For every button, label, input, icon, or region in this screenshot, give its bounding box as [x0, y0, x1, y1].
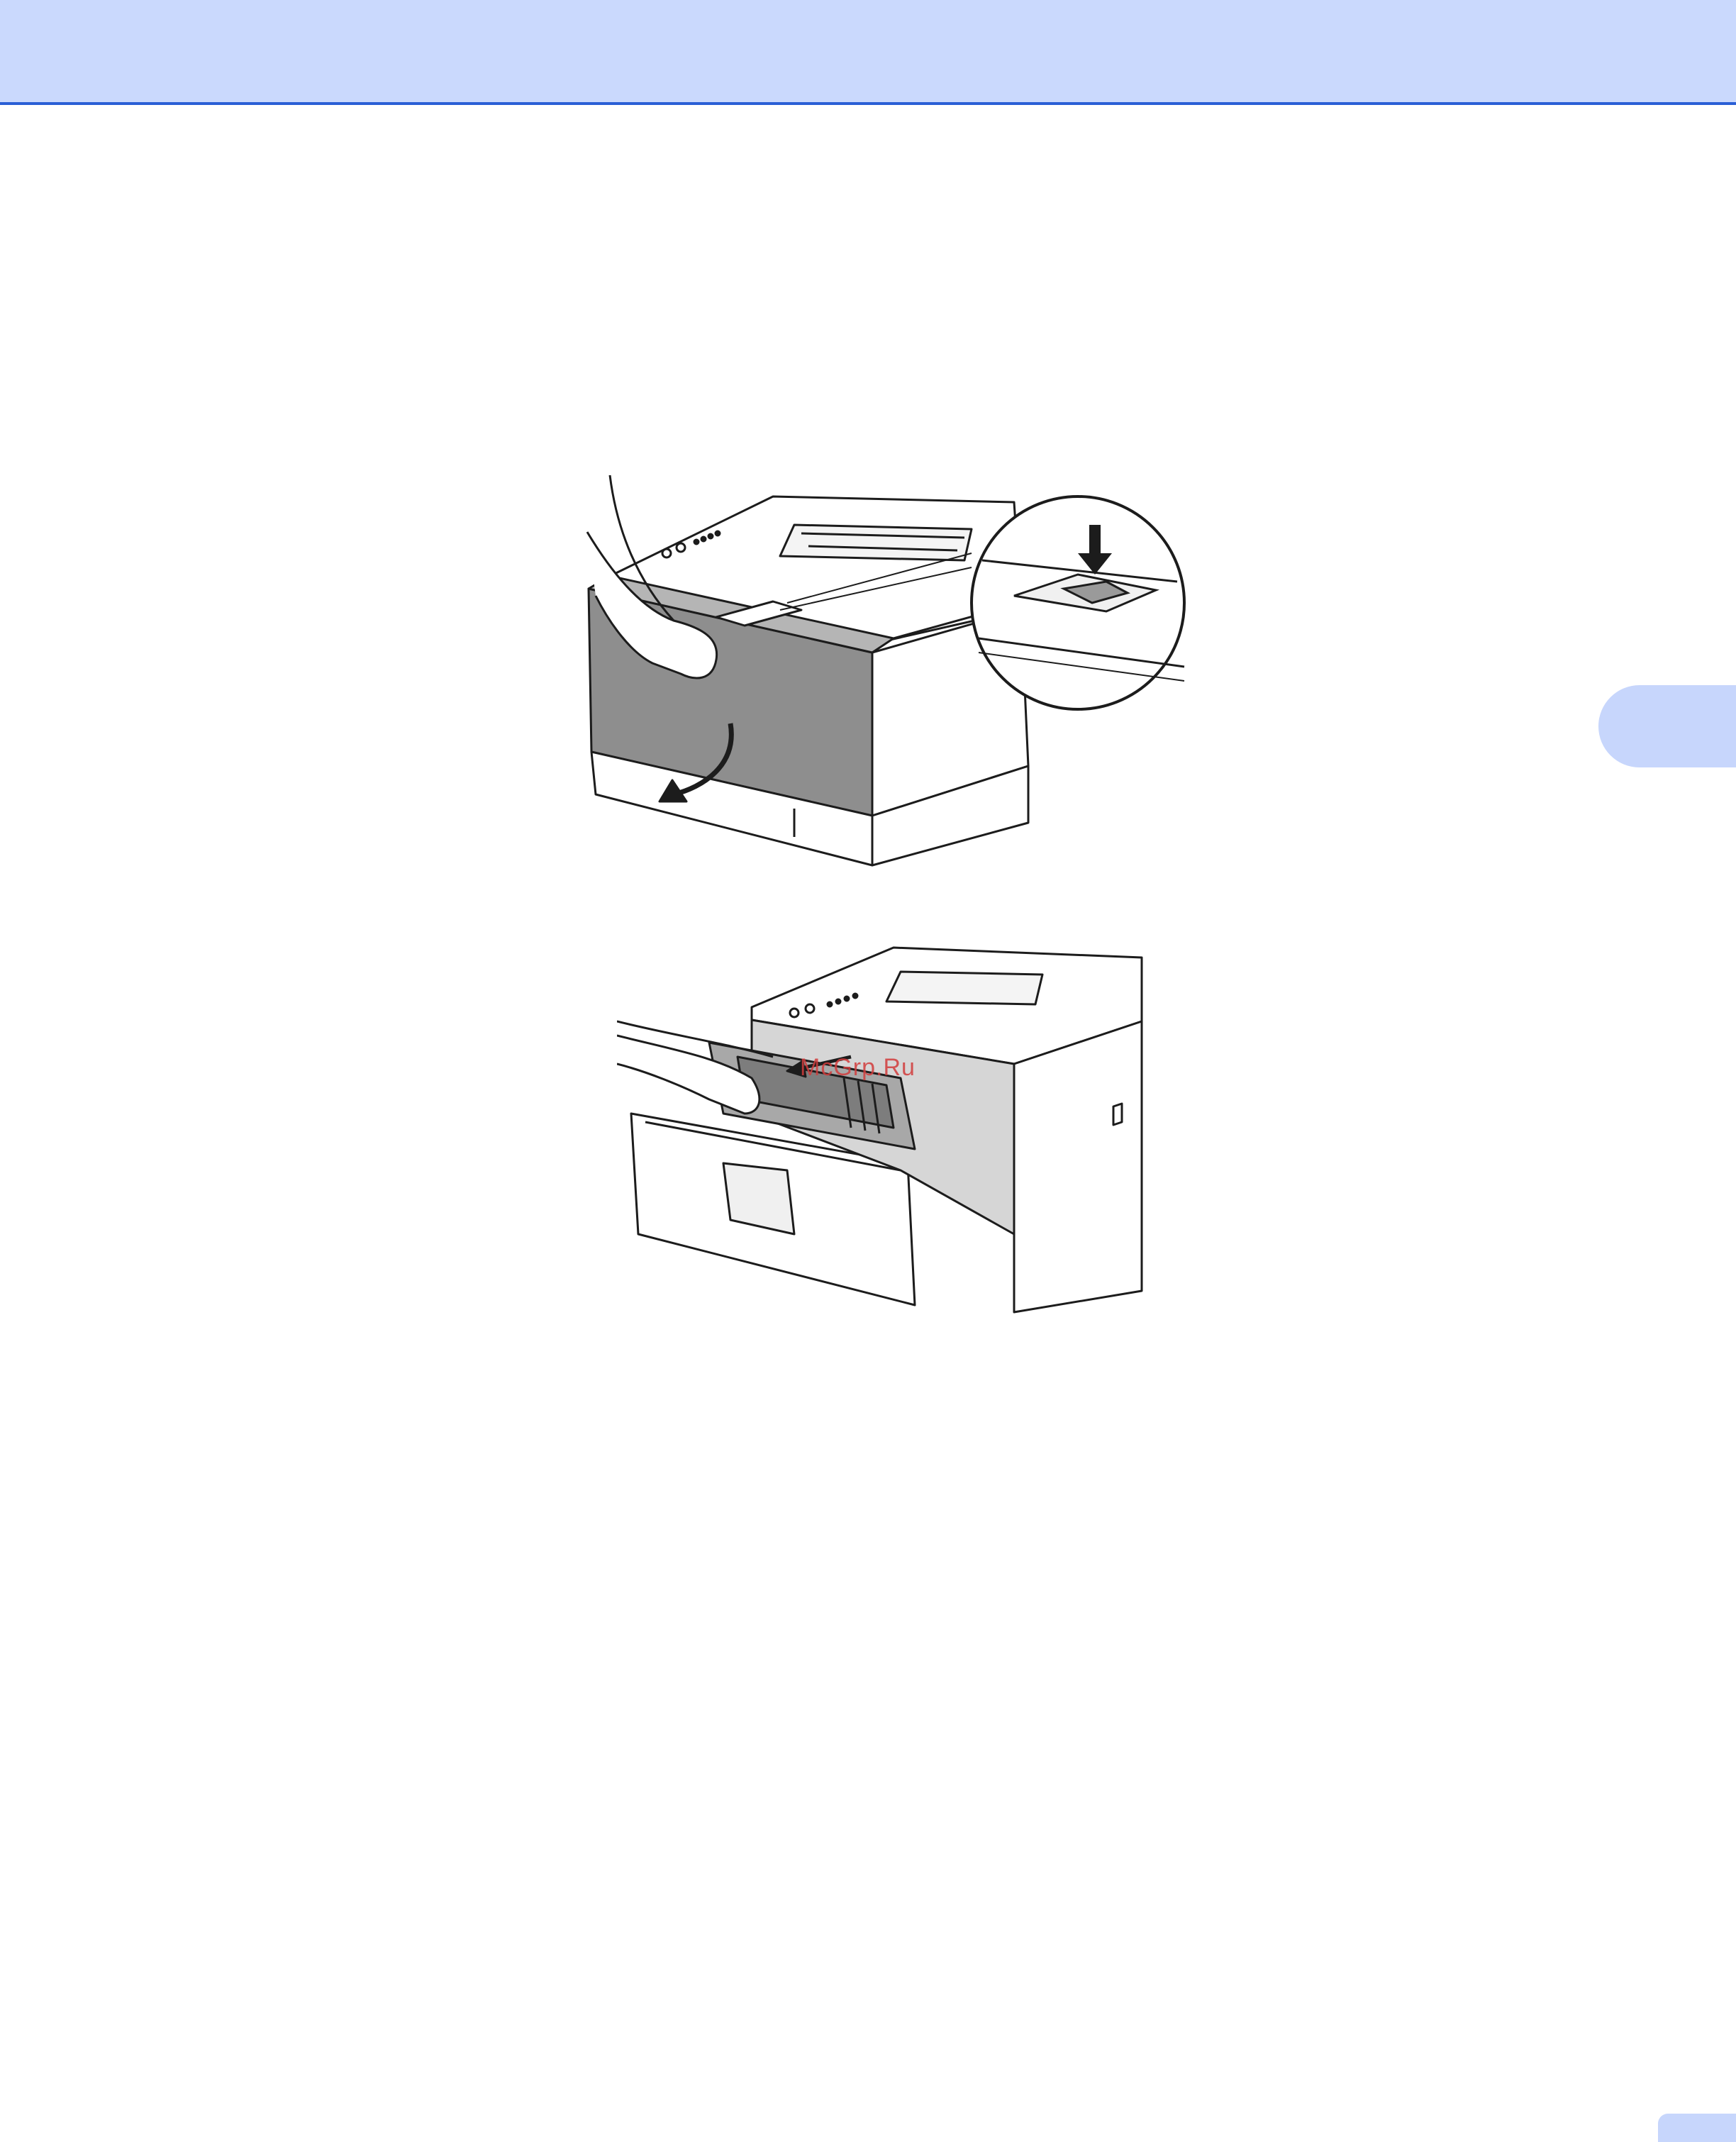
figure-open-front-cover: [567, 468, 1206, 872]
figure-remove-drum-unit: [617, 936, 1156, 1319]
page-header-band: [0, 0, 1736, 105]
chapter-tab: [1598, 685, 1736, 767]
printer-drum-removal-illustration: [617, 936, 1156, 1319]
page-number-box: [1658, 2114, 1736, 2142]
printer-front-cover-release-illustration: [567, 468, 1206, 872]
watermark-text: McGrp.Ru: [800, 1054, 916, 1082]
